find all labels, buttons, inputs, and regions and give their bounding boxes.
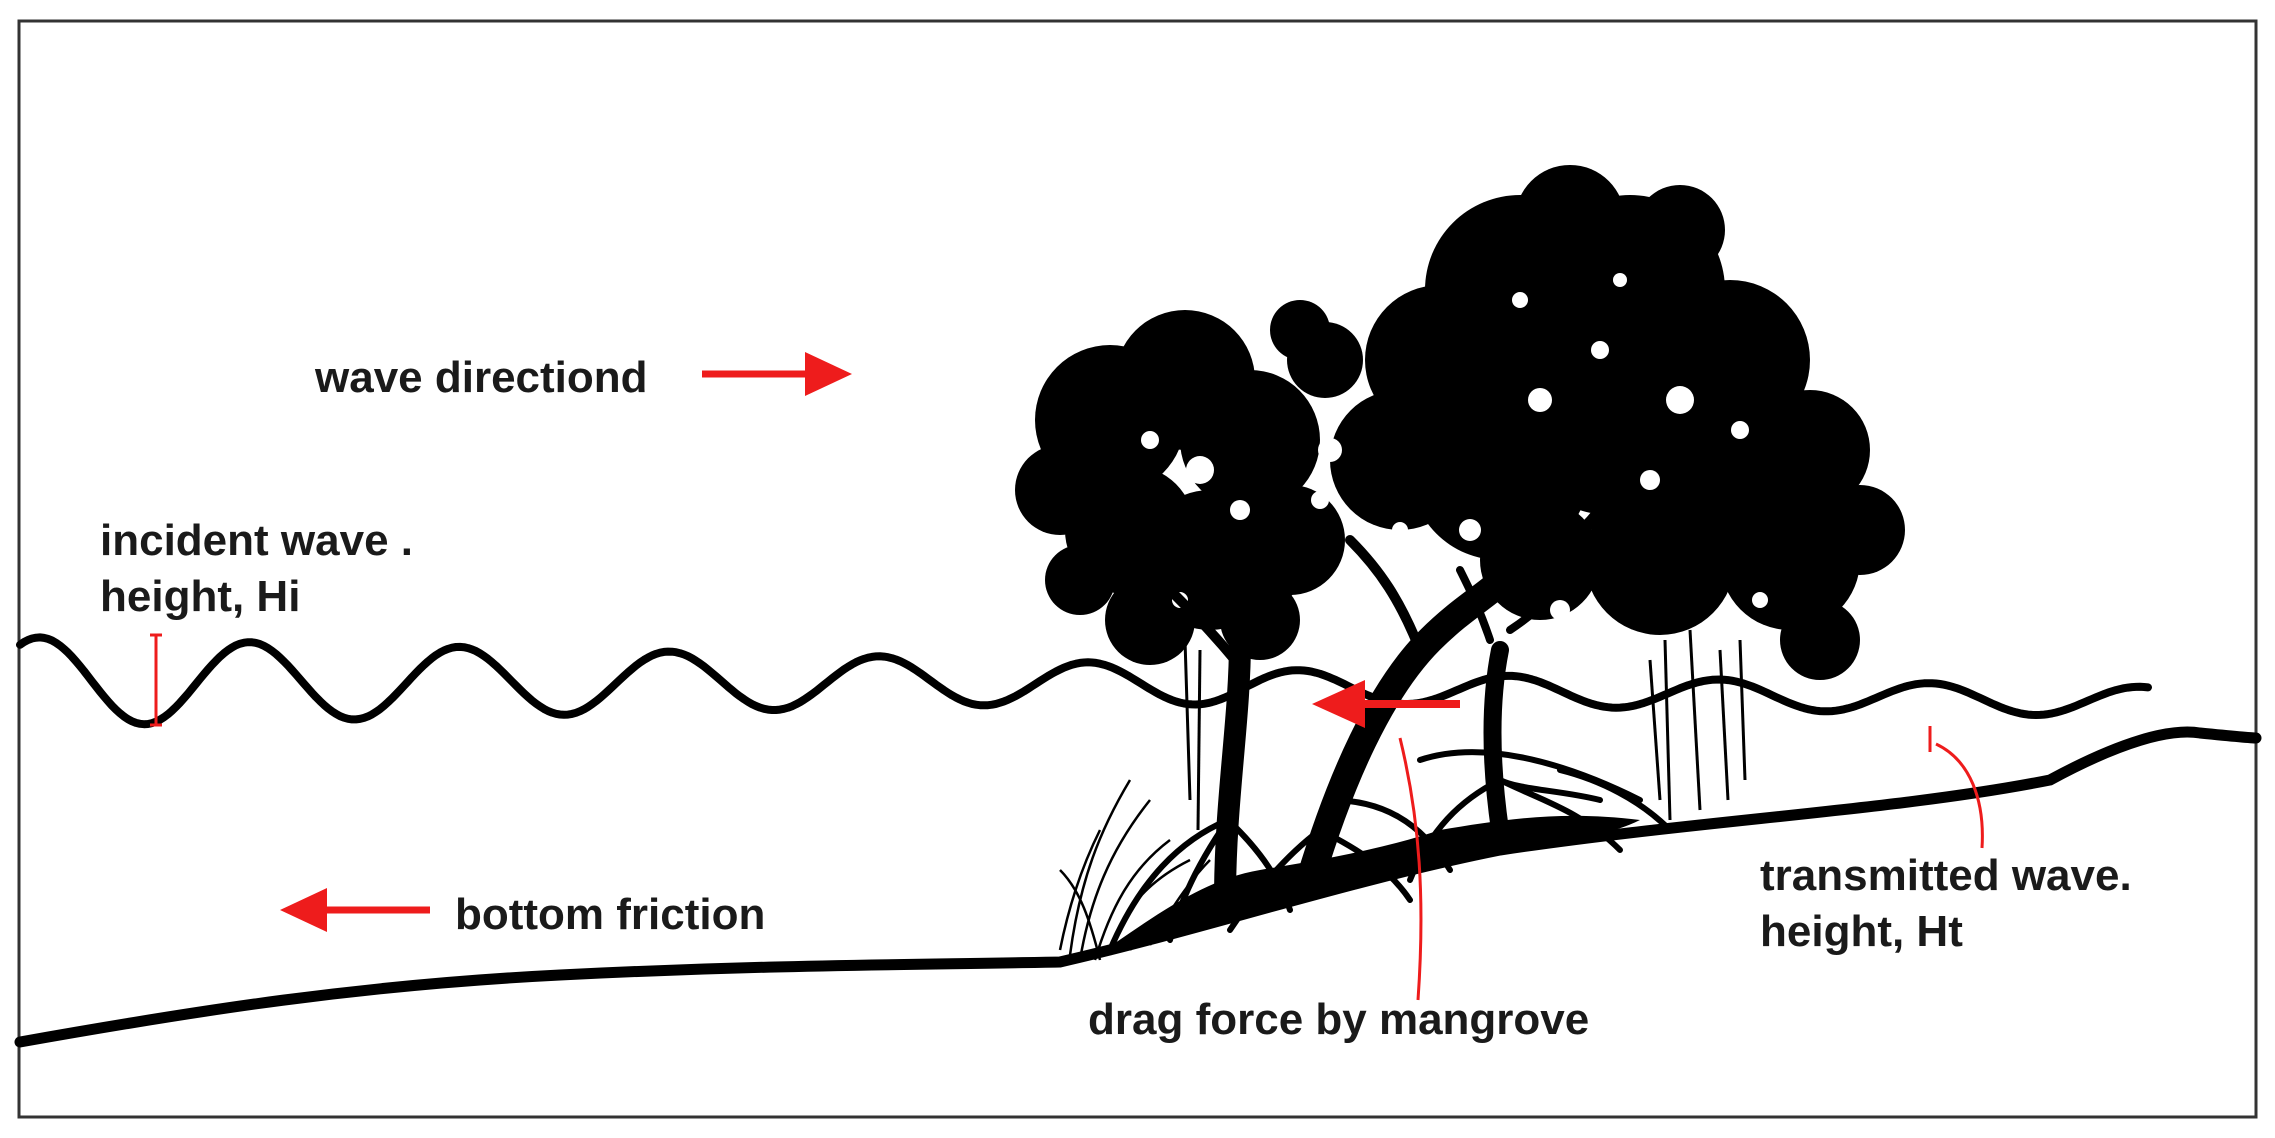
water-surface-wave <box>16 633 2152 729</box>
incident-wave-label-line2: height, Hi <box>100 572 300 621</box>
mangrove-trees <box>1015 165 1905 961</box>
aerial-roots <box>1183 629 1747 831</box>
red-arrows <box>150 352 1984 1001</box>
canopy-gaps <box>1141 273 1768 652</box>
bottom-friction-arrow <box>280 888 430 932</box>
incident-wave-label-line1: incident wave . <box>100 516 413 565</box>
incident-height-marker <box>150 633 162 727</box>
wave-direction-label: wave directiond <box>314 353 648 402</box>
root-mass <box>1090 815 1640 960</box>
drag-force-leader <box>1398 737 1423 1001</box>
bottom-friction-label: bottom friction <box>455 890 765 939</box>
tree-trunks <box>1165 504 1606 911</box>
drag-force-arrow <box>1312 680 1460 728</box>
wave-direction-arrow <box>702 352 852 396</box>
transmitted-wave-label-line2: height, Ht <box>1760 907 1963 956</box>
drag-force-label: drag force by mangrove <box>1088 995 1589 1044</box>
left-tree-canopy <box>1015 300 1363 665</box>
transmitted-height-marker <box>1928 726 1984 849</box>
transmitted-wave-label-line1: transmitted wave. <box>1760 851 2132 900</box>
